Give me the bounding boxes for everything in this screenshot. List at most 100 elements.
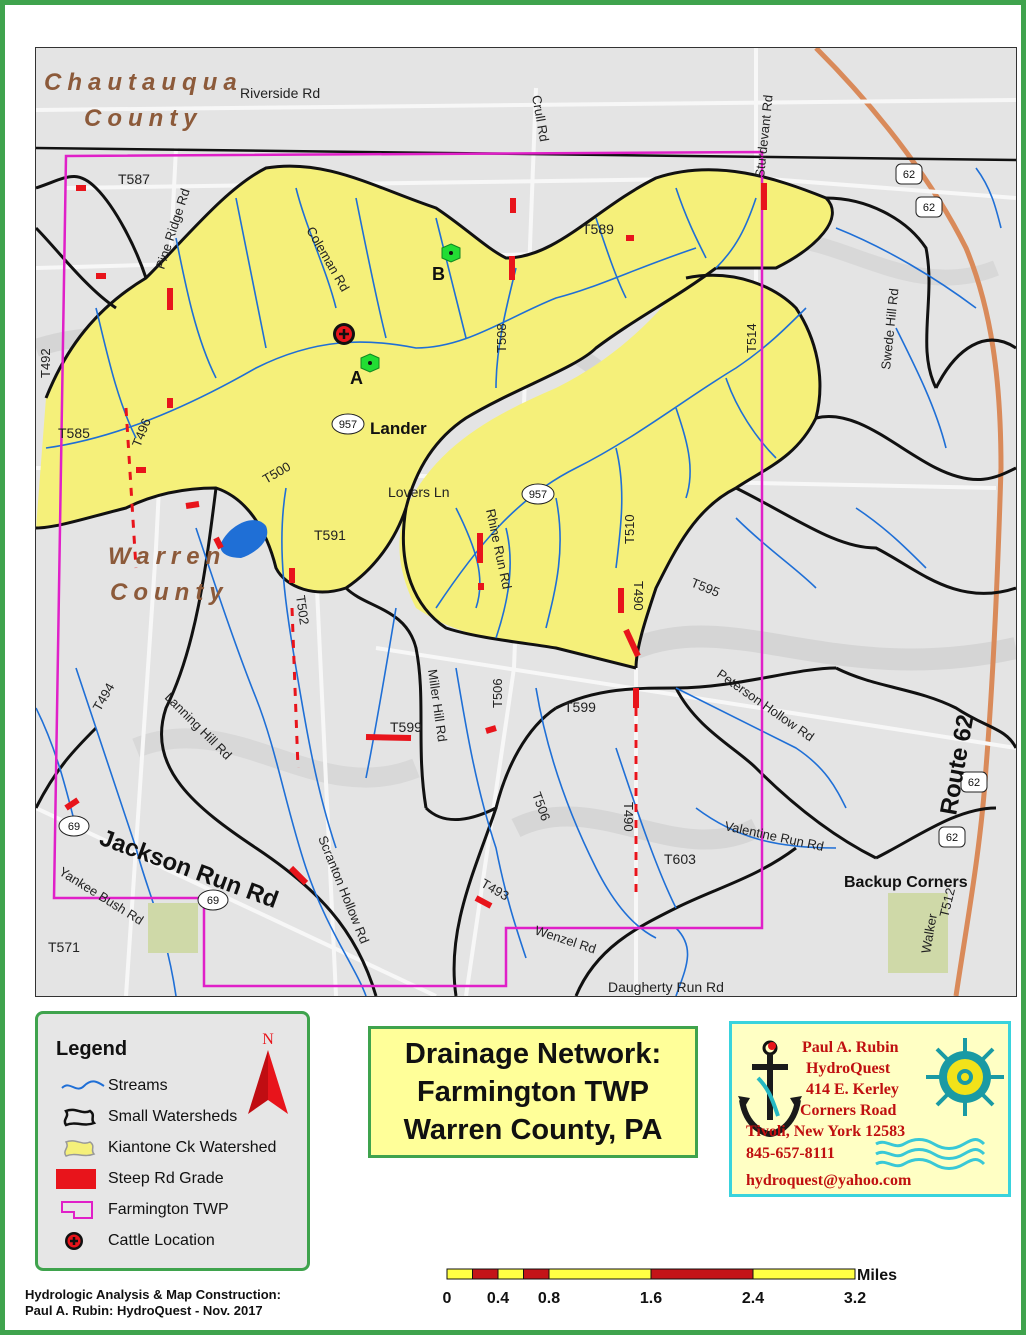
shield-69-a-text: 69 [68,821,80,833]
north-label: N [262,1031,274,1048]
label-t603: T603 [664,851,696,867]
label-t585: T585 [58,425,90,441]
scale-unit-label: Miles [857,1267,897,1284]
contact-company: HydroQuest [806,1060,891,1077]
park-east [888,893,948,973]
shield-62-a: 62 [895,163,923,185]
shield-62-d: 62 [938,826,966,848]
route-shields: 957 957 62 62 62 62 69 69 [58,163,988,911]
contact-address-2: Corners Road [800,1102,897,1119]
label-warren-county: County [110,579,229,606]
label-walker: Walker [918,912,940,955]
waves-icon [875,1138,986,1170]
shield-62-b: 62 [915,196,943,218]
shield-957-north: 957 [331,413,365,435]
stream-line-icon [56,1074,108,1098]
scale-segment [523,1268,550,1280]
shield-62-d-text: 62 [946,832,958,844]
legend-label-streams: Streams [108,1077,168,1094]
watershed-outline-icon [56,1105,108,1129]
credit-line-1: Hydrologic Analysis & Map Construction: [25,1287,281,1302]
label-t506-north: T506 [490,678,505,708]
label-t514: T514 [744,323,759,353]
label-warren: Warren [108,543,226,570]
anchor-icon [738,1040,802,1138]
scale-tick-label: 0 [443,1290,452,1307]
label-t571: T571 [48,939,80,955]
label-backup-corners: Backup Corners [844,874,968,891]
credit-block: Hydrologic Analysis & Map Construction: … [25,1287,281,1319]
legend-label-small-watersheds: Small Watersheds [108,1108,238,1125]
contact-box: Paul A. Rubin HydroQuest 414 E. Kerley C… [729,1021,1011,1197]
legend-panel: Legend N Streams Small Watersheds Kianto… [35,1011,310,1271]
legend-title: Legend [56,1038,128,1060]
cattle-location-marker[interactable] [333,323,355,345]
label-t512: T512 [936,886,958,918]
ships-wheel-icon [926,1038,1004,1116]
map-canvas: 957 957 62 62 62 62 69 69 Chautauqua Cou… [36,48,1016,996]
label-t490-south: T490 [621,802,636,832]
shield-62-c: 62 [960,771,988,793]
label-daugherty-run-rd: Daugherty Run Rd [608,979,724,995]
scale-tick-label: 0.4 [487,1290,509,1307]
steep-grade-swatch-icon [56,1167,108,1191]
label-t587: T587 [118,171,150,187]
scale-tick-label: 0.8 [538,1290,560,1307]
scale-segments [446,1268,856,1280]
contact-phone: 845-657-8111 [746,1145,835,1162]
contact-name: Paul A. Rubin [802,1039,899,1056]
label-t502: T502 [293,594,312,625]
sample-point-a-marker[interactable] [360,353,380,373]
label-chautauqua-county: County [84,105,203,132]
park-west [148,903,198,953]
label-t599-west: T599 [390,719,422,735]
legend-item-kiantone: Kiantone Ck Watershed [56,1136,276,1160]
sample-point-b-marker[interactable] [441,243,461,263]
shield-62-a-text: 62 [903,169,915,181]
contact-address-1: 414 E. Kerley [806,1081,899,1098]
label-point-a: A [350,368,363,388]
cattle-marker-icon [56,1229,108,1253]
label-t510: T510 [622,514,637,544]
scale-tick-label: 1.6 [640,1290,662,1307]
scale-segment [446,1268,473,1280]
map-title-box: Drainage Network: Farmington TWP Warren … [368,1026,698,1158]
kiantone-fill-icon [56,1136,108,1160]
scale-segment [650,1268,754,1280]
scale-segment [472,1268,499,1280]
farmington-township-boundary [52,150,764,988]
steep-road-grades [64,183,767,909]
legend-label-cattle: Cattle Location [108,1232,215,1249]
shield-69-b-text: 69 [207,895,219,907]
shield-957-south-text: 957 [529,489,547,501]
title-line-3: Warren County, PA [403,1114,663,1146]
label-t508: T508 [494,323,509,353]
title-line-2: Farmington TWP [417,1076,649,1108]
township-outline-icon [56,1198,108,1222]
shield-69-a: 69 [58,815,90,837]
scale-tick-label: 2.4 [742,1290,764,1307]
legend-item-small-watersheds: Small Watersheds [56,1105,237,1129]
shield-69-b: 69 [197,889,229,911]
title-line-1: Drainage Network: [404,1038,662,1070]
shield-62-c-text: 62 [968,777,980,789]
scale-segment [752,1268,856,1280]
label-riverside-rd: Riverside Rd [240,85,320,101]
label-point-b: B [432,264,445,284]
scale-segment [497,1268,524,1280]
label-lander: Lander [370,419,427,438]
legend-label-township: Farmington TWP [108,1201,229,1218]
shield-957-south: 957 [521,483,555,505]
label-lovers-ln: Lovers Ln [388,484,449,500]
map-panel[interactable]: 957 957 62 62 62 62 69 69 Chautauqua Cou… [35,47,1017,997]
shield-62-b-text: 62 [923,202,935,214]
kiantone-watershed-north [36,166,833,592]
contact-city: Tivoli, New York 12583 [746,1123,906,1140]
kiantone-watershed-south [399,275,820,668]
stream-network [36,167,1002,996]
contact-email[interactable]: hydroquest@yahoo.com [746,1172,912,1189]
label-t589: T589 [582,221,614,237]
label-chautauqua: Chautauqua [44,69,243,96]
